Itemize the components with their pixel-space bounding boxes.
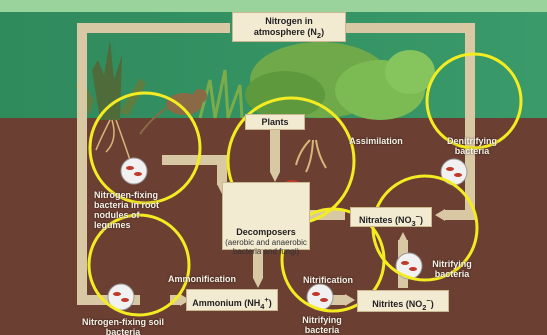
nitrogen-fixing-root-label: Nitrogen-fixing bacteria in root nodules… bbox=[94, 190, 174, 230]
decomposers-box: Decomposers (aerobic and anaerobic bacte… bbox=[222, 182, 310, 250]
denitrifying-label: Denitrifying bacteria bbox=[442, 136, 502, 156]
decomposers-title: Decomposers bbox=[223, 227, 309, 238]
nitrites-box: Nitrites (NO2−) bbox=[357, 290, 449, 312]
nitrogen-fixing-soil-label: Nitrogen-fixing soil bacteria bbox=[78, 317, 168, 335]
nitrification-label: Nitrification bbox=[290, 275, 366, 285]
right-shrubs-illustration bbox=[245, 42, 435, 120]
plants-box: Plants bbox=[245, 114, 305, 130]
atmosphere-line-2: atmosphere (N2) bbox=[233, 27, 345, 41]
ammonification-label: Ammonification bbox=[158, 274, 246, 284]
plants-label: Plants bbox=[261, 117, 288, 127]
decomposers-subtitle: (aerobic and anaerobic bacteria and fung… bbox=[223, 238, 309, 256]
bacteria-root-badge bbox=[121, 158, 147, 184]
atmosphere-box: Nitrogen in atmosphere (N2) bbox=[232, 12, 346, 42]
nitrates-box: Nitrates (NO3−) bbox=[350, 207, 432, 227]
atmosphere-line-1: Nitrogen in bbox=[233, 16, 345, 27]
nitrifying-bottom-label: Nitrifying bacteria bbox=[290, 315, 354, 335]
ammonium-box: Ammonium (NH4+) bbox=[186, 289, 278, 311]
nitrifying-right-label: Nitrifying bacteria bbox=[424, 259, 480, 279]
assimilation-label: Assimilation bbox=[340, 136, 412, 146]
top-banner-strip bbox=[0, 0, 547, 12]
